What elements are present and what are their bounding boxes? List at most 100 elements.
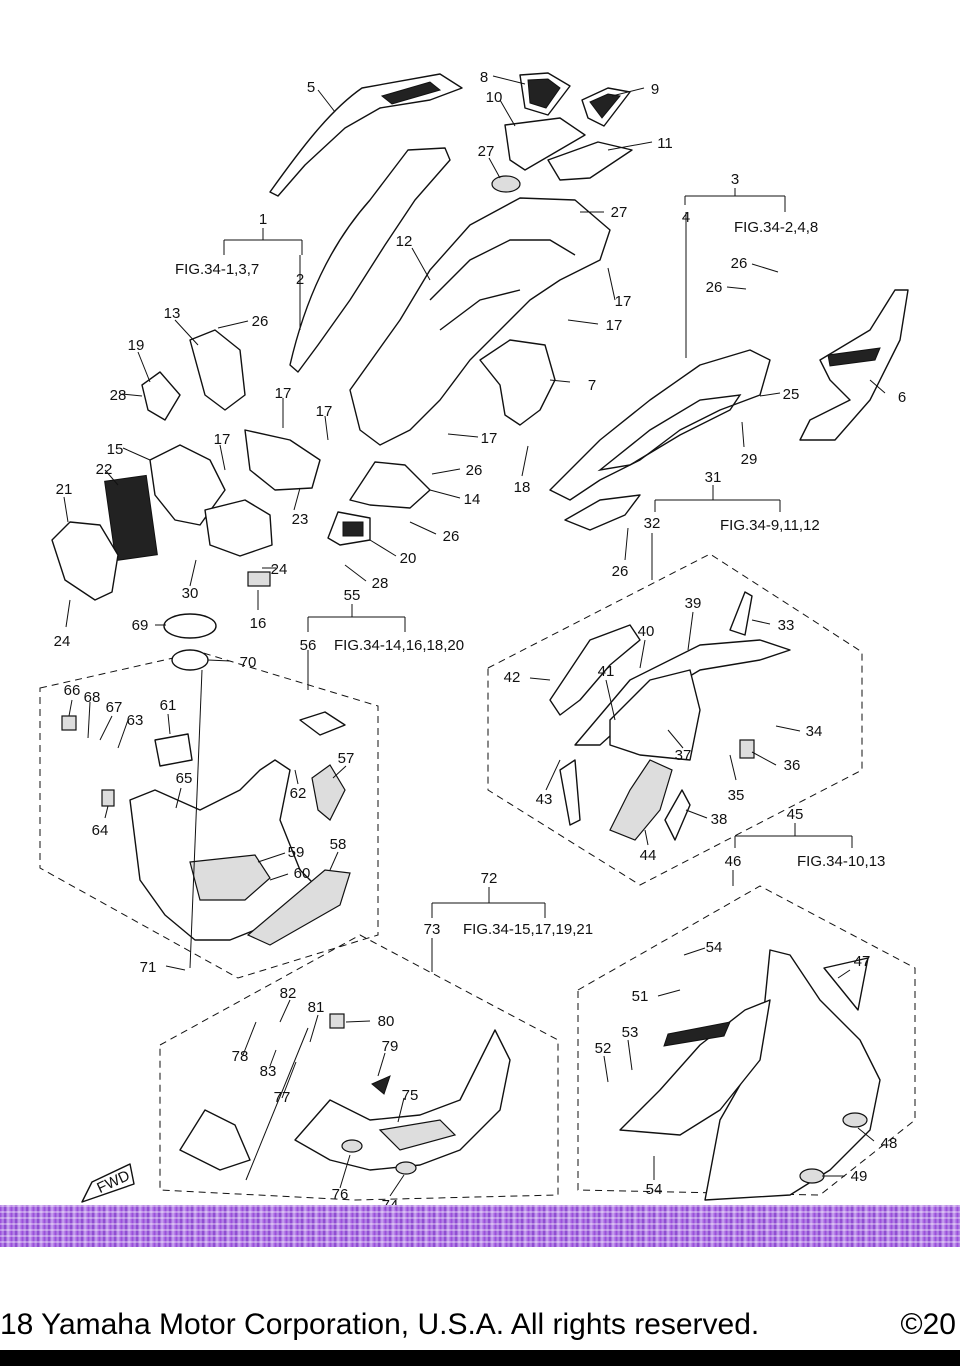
callout-81: 81 (308, 999, 325, 1016)
callout-80: 80 (378, 1013, 395, 1030)
figref-72: FIG.34-15,17,19,21 (463, 921, 593, 938)
callout-26e: 26 (443, 528, 460, 545)
part-12-inner (429, 239, 576, 331)
copyright-text: 18 Yamaha Motor Corporation, U.S.A. All … (0, 1308, 760, 1341)
callout-62: 62 (290, 785, 307, 802)
scan-noise-band (0, 1205, 960, 1247)
callout-43: 43 (536, 791, 553, 808)
part-5-vent (380, 81, 442, 105)
callout-36: 36 (784, 757, 801, 774)
callout-16: 16 (250, 615, 267, 632)
part-43-piece (559, 759, 581, 826)
part-21 (51, 521, 119, 601)
callout-17a: 17 (275, 385, 292, 402)
callout-5: 5 (307, 79, 315, 96)
bottom-bar (0, 1350, 960, 1366)
part-80-clip (329, 1013, 345, 1029)
callout-20: 20 (400, 550, 417, 567)
callout-3: 3 (731, 171, 739, 188)
part-4-lower (564, 494, 641, 531)
part-57-vent (311, 764, 346, 821)
part-74-grille (395, 1161, 417, 1175)
part-64-clip (101, 789, 115, 807)
callout-6: 6 (898, 389, 906, 406)
part-14 (349, 461, 431, 509)
part-37-window (609, 669, 701, 761)
callout-31: 31 (705, 469, 722, 486)
callout-48: 48 (881, 1135, 898, 1152)
callout-42: 42 (504, 669, 521, 686)
callout-58: 58 (330, 836, 347, 853)
callout-68: 68 (84, 689, 101, 706)
callout-33: 33 (778, 617, 795, 634)
group-box-32 (487, 553, 863, 886)
part-36-clip (739, 739, 755, 759)
part-7-duct (479, 339, 556, 426)
callout-34: 34 (806, 723, 823, 740)
bracket-31 (654, 485, 781, 512)
callout-41: 41 (598, 663, 615, 680)
part-49-grille (799, 1168, 825, 1184)
leader-lines (63, 75, 886, 1197)
callout-35: 35 (728, 787, 745, 804)
callout-37: 37 (675, 747, 692, 764)
part-13 (189, 329, 246, 411)
callout-40: 40 (638, 623, 655, 640)
callout-29: 29 (741, 451, 758, 468)
callout-76: 76 (332, 1186, 349, 1203)
callout-7: 7 (588, 377, 596, 394)
fwd-arrow: FWD (81, 1163, 135, 1203)
callout-82: 82 (280, 985, 297, 1002)
part-20-mesh (342, 521, 364, 537)
callout-8: 8 (480, 69, 488, 86)
callout-59: 59 (288, 844, 305, 861)
part-33 (729, 591, 753, 636)
part-4-window (597, 394, 742, 472)
callout-63: 63 (127, 712, 144, 729)
callout-24a: 24 (271, 561, 288, 578)
callout-21: 21 (56, 481, 73, 498)
part-22-mesh (104, 474, 158, 562)
callout-10: 10 (486, 89, 503, 106)
callout-32: 32 (644, 515, 661, 532)
copyright-line: 18 Yamaha Motor Corporation, U.S.A. All … (0, 1303, 960, 1347)
callout-49: 49 (851, 1168, 868, 1185)
callout-55: 55 (344, 587, 361, 604)
part-75-mesh (378, 1119, 457, 1151)
figref-1: FIG.34-1,3,7 (175, 261, 259, 278)
callout-28a: 28 (110, 387, 127, 404)
part-73-lower-cover (294, 1029, 511, 1171)
callout-53: 53 (622, 1024, 639, 1041)
part-46-inner (619, 999, 771, 1136)
part-4-side-panel (549, 349, 771, 501)
callout-64: 64 (92, 822, 109, 839)
callout-26d: 26 (466, 462, 483, 479)
part-59-mesh (189, 854, 271, 901)
callout-12: 12 (396, 233, 413, 250)
part-12-front-cover (349, 197, 611, 446)
part-10 (504, 117, 586, 171)
callout-28b: 28 (372, 575, 389, 592)
bracket-55 (307, 604, 406, 632)
part-6-panel (799, 289, 909, 441)
callout-77: 77 (274, 1089, 291, 1106)
callout-47: 47 (854, 953, 871, 970)
part-16-label (247, 571, 271, 587)
part-46-vent (663, 1021, 731, 1047)
part-61-sheet (154, 733, 193, 767)
callout-17e: 17 (615, 293, 632, 310)
callout-14: 14 (464, 491, 481, 508)
callout-27b: 27 (611, 204, 628, 221)
part-16 (204, 499, 273, 557)
callout-17f: 17 (606, 317, 623, 334)
part-9-mesh (589, 93, 621, 119)
group-box-46 (577, 885, 916, 1196)
bracket-45 (734, 823, 853, 848)
callout-26a: 26 (252, 313, 269, 330)
callout-26f: 26 (612, 563, 629, 580)
callout-13: 13 (164, 305, 181, 322)
callout-71: 71 (140, 959, 157, 976)
callout-78: 78 (232, 1048, 249, 1065)
part-47-shield (823, 957, 869, 1011)
